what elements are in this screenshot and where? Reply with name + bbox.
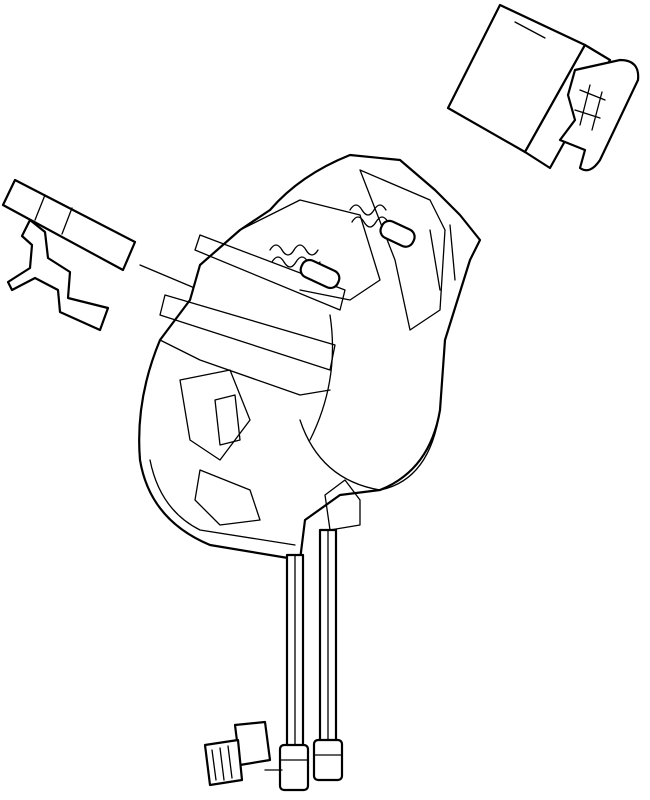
main-housing xyxy=(138,153,482,562)
rods xyxy=(285,528,338,757)
spring-right xyxy=(349,204,416,248)
spring-left xyxy=(269,244,341,290)
bottom-connectors xyxy=(203,720,344,792)
top-right-clip xyxy=(446,3,640,172)
left-clip xyxy=(1,178,236,332)
spring-assembly xyxy=(269,204,416,290)
